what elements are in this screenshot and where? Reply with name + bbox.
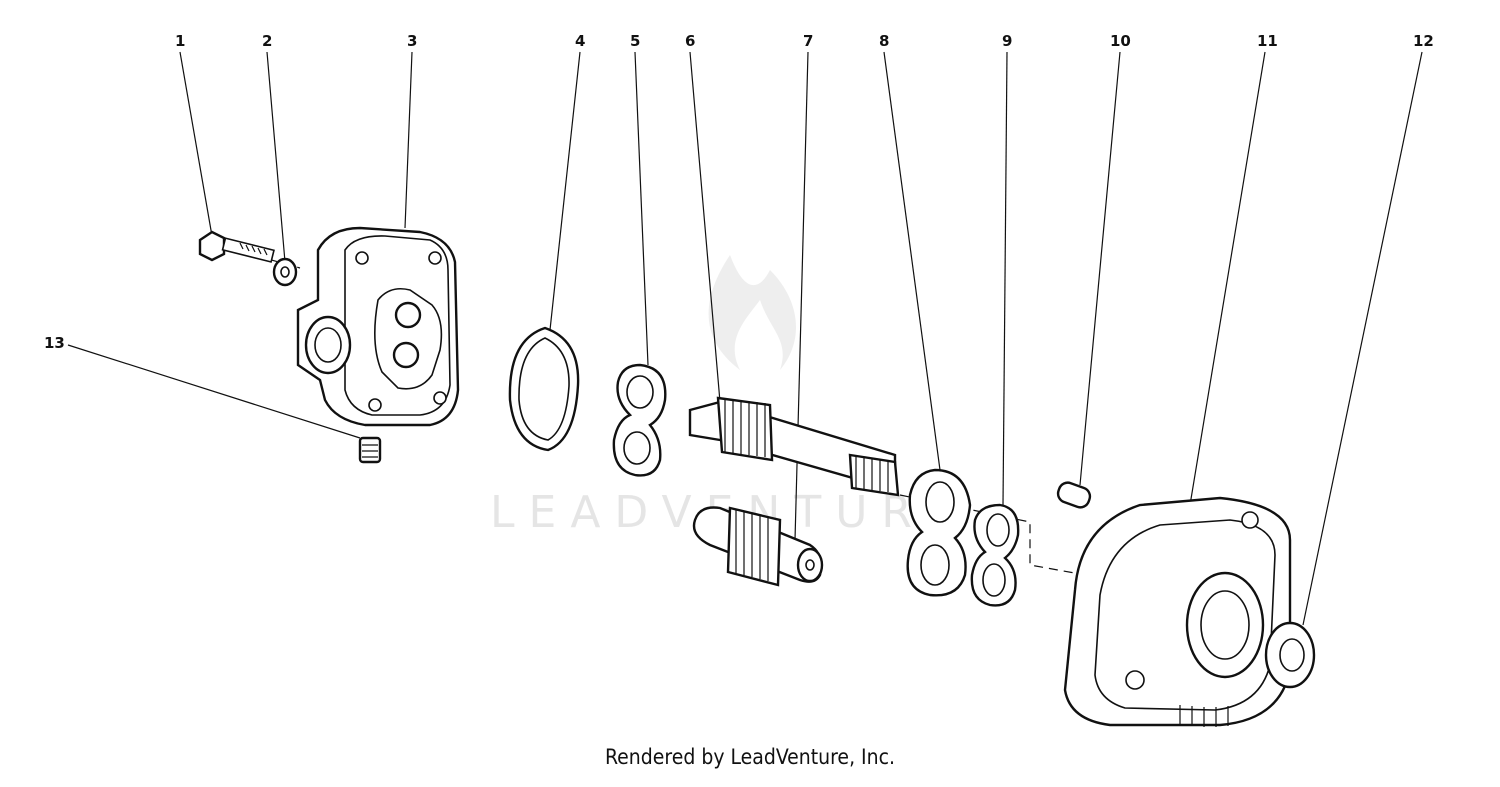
callout-13: 13 bbox=[44, 334, 65, 352]
callout-4: 4 bbox=[575, 32, 585, 50]
callout-5: 5 bbox=[630, 32, 640, 50]
callout-2: 2 bbox=[262, 32, 272, 50]
shaft-seal-part bbox=[1264, 621, 1316, 689]
thin-plate-part bbox=[612, 363, 667, 477]
bolt-part bbox=[198, 230, 275, 263]
callout-1: 1 bbox=[175, 32, 185, 50]
callout-labels: 1 2 3 4 5 6 7 8 9 10 11 12 13 bbox=[44, 32, 1434, 352]
dowel-pin-part bbox=[1056, 481, 1092, 509]
callout-8: 8 bbox=[879, 32, 889, 50]
callout-12: 12 bbox=[1413, 32, 1434, 50]
callout-6: 6 bbox=[685, 32, 695, 50]
leader-lines bbox=[67, 51, 1423, 626]
callout-11: 11 bbox=[1257, 32, 1278, 50]
callout-7: 7 bbox=[803, 32, 813, 50]
washer-part bbox=[272, 257, 298, 287]
callout-3: 3 bbox=[407, 32, 417, 50]
drive-gear-shaft-part bbox=[688, 396, 900, 497]
footer-credit: Rendered by LeadVenture, Inc. bbox=[605, 745, 895, 769]
pump-body-part bbox=[1063, 496, 1292, 727]
pipe-plug-part bbox=[358, 436, 382, 464]
pump-cover-part bbox=[296, 226, 460, 427]
gasket-part bbox=[970, 503, 1020, 607]
idler-gear-part bbox=[692, 506, 824, 587]
wear-plate-part bbox=[906, 468, 972, 597]
callout-9: 9 bbox=[1002, 32, 1012, 50]
o-ring-part bbox=[508, 326, 580, 452]
callout-10: 10 bbox=[1110, 32, 1131, 50]
